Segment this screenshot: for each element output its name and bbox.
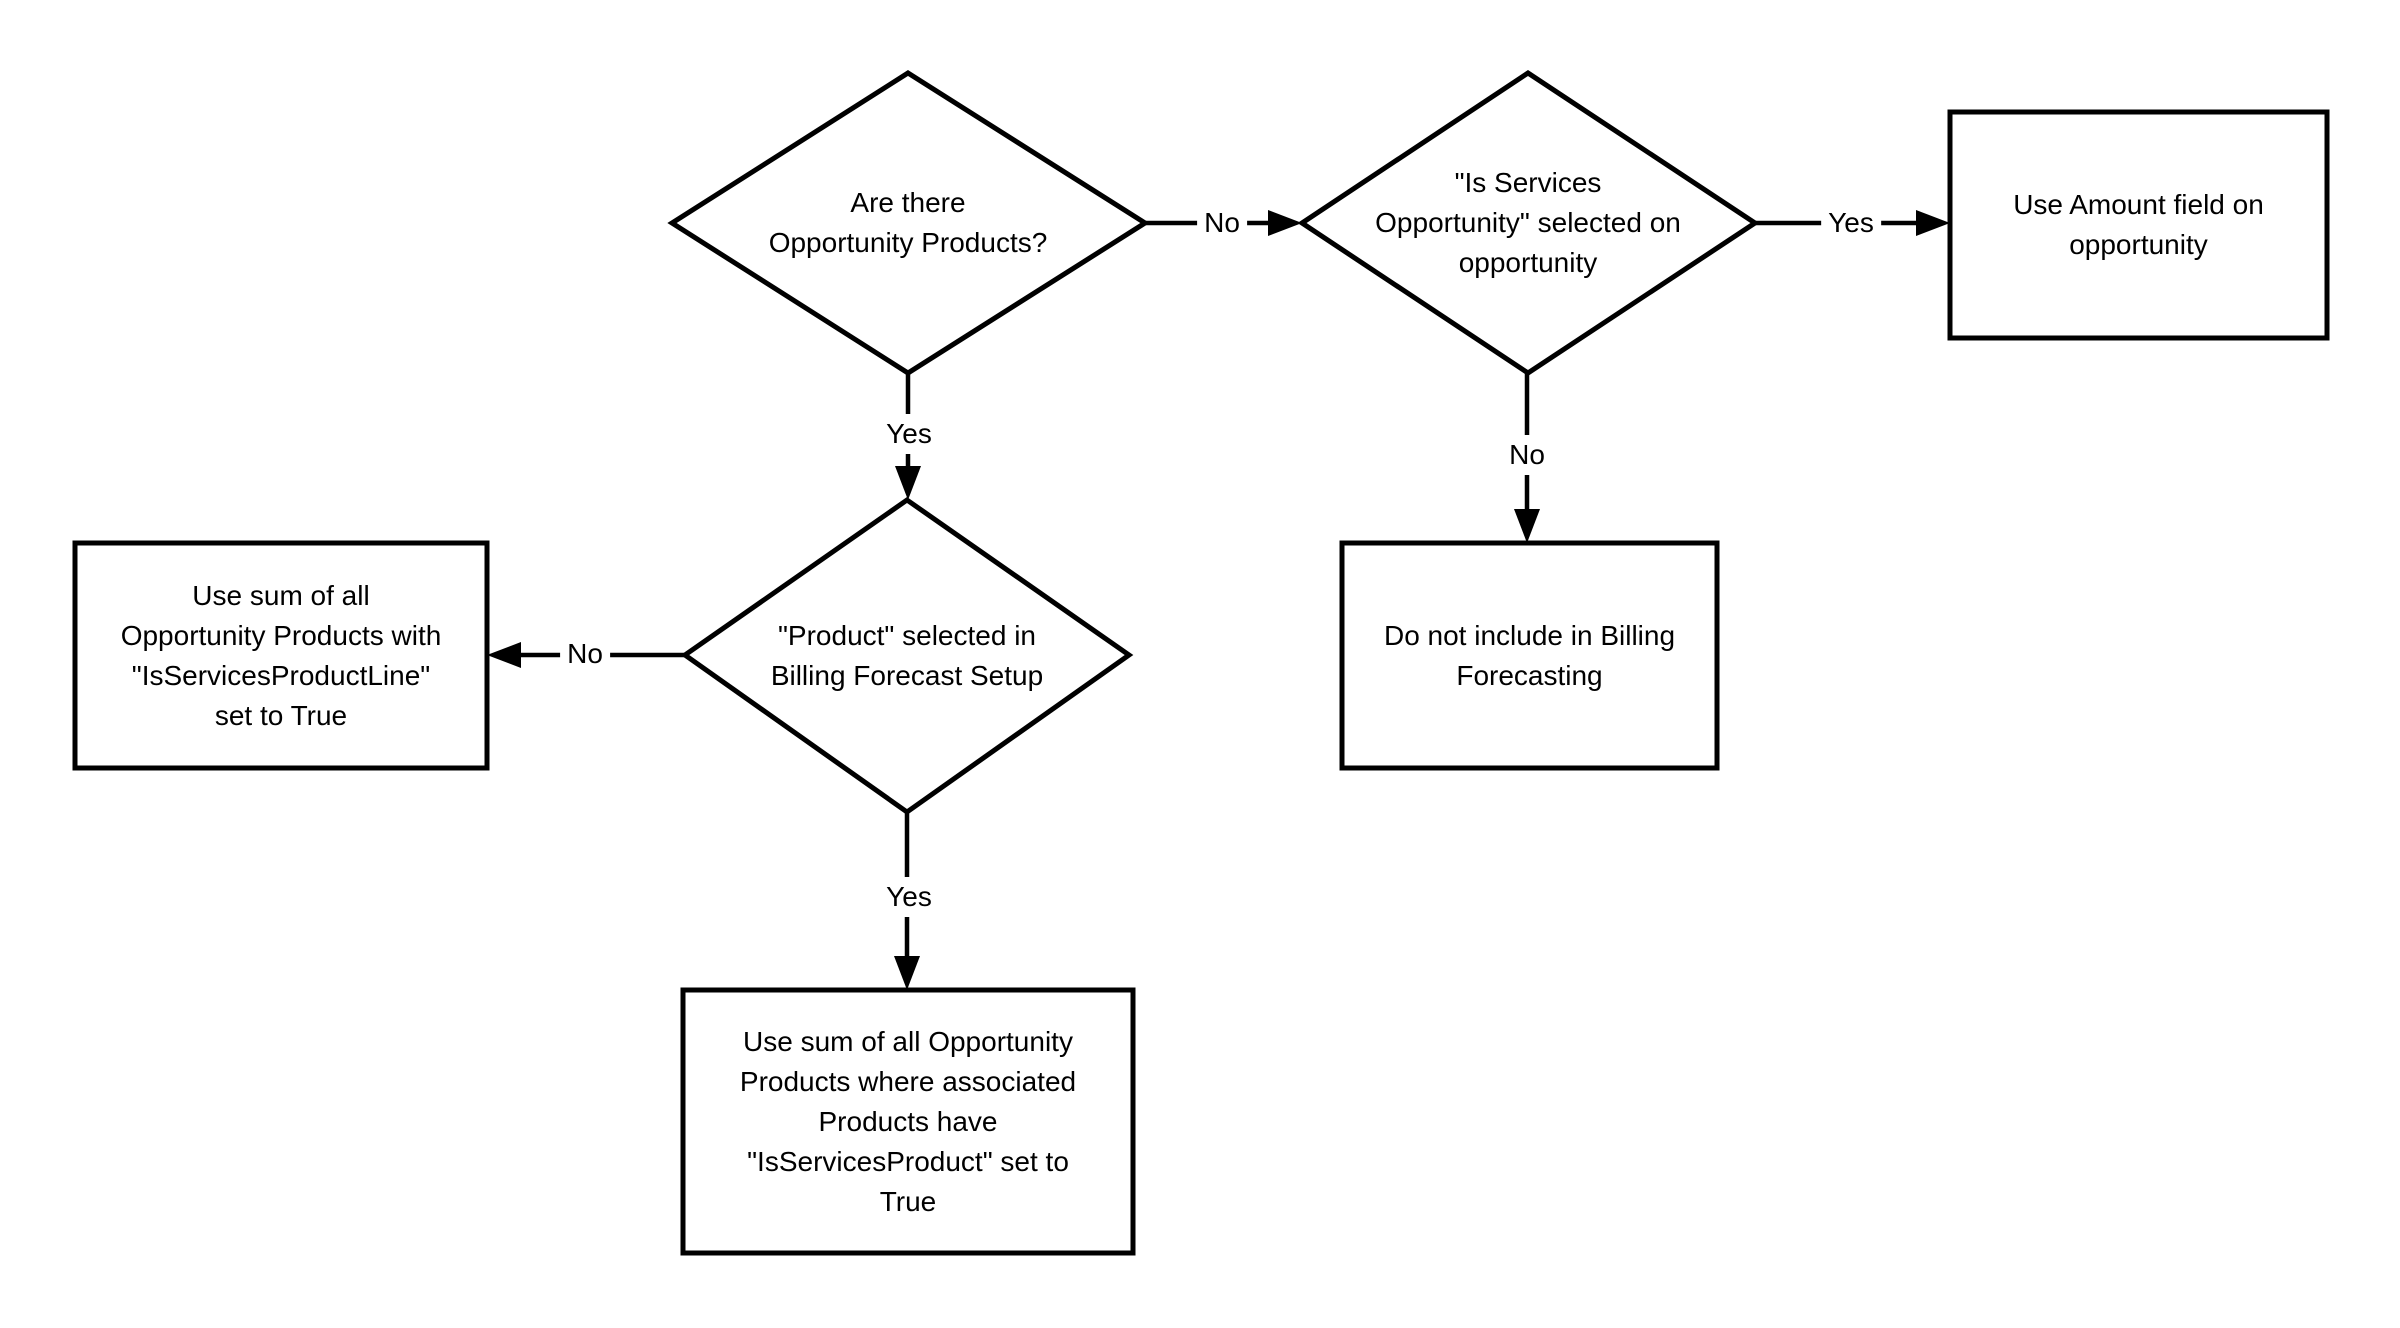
- process-use-amount-shape: [1947, 109, 2330, 341]
- edge-q2-exclude-arrowhead-icon: [1514, 509, 1540, 543]
- process-exclude-shape: [1339, 540, 1720, 771]
- edge-q1-q2-arrowhead-icon: [1268, 210, 1302, 236]
- edge-q1-q3-arrowhead-icon: [895, 466, 921, 500]
- edge-q2-use-amount-arrowhead-icon: [1916, 210, 1950, 236]
- process-sum-productline-label: Use sum of all Opportunity Products with…: [120, 579, 442, 731]
- decision-is-services-opportunity-label: "Is Services Opportunity" selected on op…: [1375, 167, 1681, 278]
- edge-label-q3-yes: Yes: [879, 877, 939, 917]
- decision-is-services-opportunity-shape: [1297, 70, 1760, 376]
- edge-label-q2-yes: Yes: [1821, 203, 1881, 243]
- decision-opportunity-products-label: Are there Opportunity Products?: [768, 187, 1048, 258]
- edge-q3-sum-productline-arrowhead-icon: [487, 642, 521, 668]
- process-sum-product-label: Use sum of all Opportunity Products wher…: [739, 1025, 1077, 1217]
- process-use-amount-label: Use Amount field on opportunity: [2013, 189, 2264, 260]
- decision-product-selected-label: "Product" selected in Billing Forecast S…: [770, 620, 1044, 691]
- process-sum-productline-shape: [72, 540, 490, 771]
- process-sum-product-shape: [680, 987, 1136, 1256]
- decision-product-selected-shape: [680, 496, 1134, 816]
- decision-opportunity-products-shape: [667, 70, 1150, 376]
- edge-label-q3-no: No: [560, 634, 610, 674]
- edge-q3-sum-product-arrowhead-icon: [894, 956, 920, 990]
- process-exclude-label: Do not include in Billing Forecasting: [1383, 619, 1676, 691]
- edge-label-q2-no: No: [1502, 435, 1552, 475]
- edge-label-q1-no: No: [1197, 203, 1247, 243]
- edge-label-q1-yes: Yes: [879, 414, 939, 454]
